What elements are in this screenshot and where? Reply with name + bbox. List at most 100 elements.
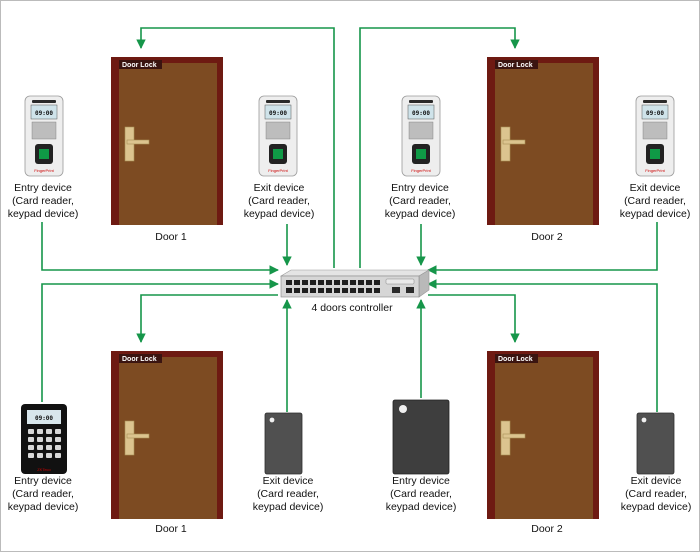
controller-ports (286, 280, 380, 293)
device-label-line: keypad device) (620, 208, 691, 220)
door-lock-label: Door Lock (498, 62, 533, 69)
connector-controller-to-door1-top (136, 27, 335, 268)
device-label-line: keypad device) (8, 501, 79, 513)
device-screen-time: 09:00 (646, 110, 664, 117)
controller-port (286, 288, 292, 293)
fingerprint-terminal-icon: 09:00 FingerPrint (24, 95, 64, 177)
connector-entry1-to-controller (41, 222, 279, 275)
connector-controller-to-door2-top (359, 27, 520, 268)
device-label-line: (Card reader, (248, 195, 310, 207)
keypad-key (55, 445, 61, 450)
controller-port (350, 288, 356, 293)
controller-port (334, 288, 340, 293)
keypad-key (55, 453, 61, 458)
controller-port (342, 280, 348, 285)
keypad-key (46, 437, 52, 442)
door-title: Door 2 (531, 523, 563, 535)
fingerprint-terminal-icon: 09:00 FingerPrint (635, 95, 675, 177)
controller-top-face (279, 269, 431, 277)
controller-port (326, 288, 332, 293)
door-title: Door 1 (155, 231, 187, 243)
door-bottom-left: Door Lock Door 1 (111, 351, 223, 535)
device-label-line: Exit device (254, 182, 305, 194)
controller-port (318, 288, 324, 293)
device-label-line: Entry device (392, 475, 450, 487)
device-screen-time: 09:00 (35, 110, 53, 117)
connector-entry3-to-controller (41, 279, 279, 402)
device-label-line: (Card reader, (390, 488, 452, 500)
keypad-key (28, 445, 34, 450)
device-label-line: (Card reader, (625, 488, 687, 500)
controller-port (326, 280, 332, 285)
controller-port (358, 288, 364, 293)
door-lock-label: Door Lock (122, 356, 157, 363)
door-lock-label: Door Lock (498, 356, 533, 363)
controller-status-panel (385, 278, 415, 285)
device-screen-time: 09:00 (35, 415, 53, 422)
keypad-key (55, 437, 61, 442)
controller-uplink-port (392, 287, 400, 293)
controller-port (310, 288, 316, 293)
keypad-key (28, 437, 34, 442)
device-label-line: keypad device) (8, 208, 79, 220)
connector-controller-to-door2-bottom (428, 294, 520, 343)
door-handle (502, 433, 526, 439)
controller-port (350, 280, 356, 285)
door-handle (126, 139, 150, 145)
device-label-line: (Card reader, (389, 195, 451, 207)
keypad-key (46, 429, 52, 434)
keypad-terminal-icon: 09:00 ZKTeco (21, 404, 67, 474)
door-top-left: Door Lock Door 1 (111, 57, 223, 243)
controller-port (374, 280, 380, 285)
controller-port (318, 280, 324, 285)
device-label-line: keypad device) (386, 501, 457, 513)
controller-port (294, 280, 300, 285)
device-label-line: keypad device) (385, 208, 456, 220)
door-title: Door 2 (531, 231, 563, 243)
svg-text:FingerPrint: FingerPrint (34, 168, 54, 173)
device-label-line: (Card reader, (12, 195, 74, 207)
door-lock-badge (495, 354, 538, 363)
keypad-key (28, 429, 34, 434)
keypad-key (55, 429, 61, 434)
controller-port (302, 280, 308, 285)
controller-port (286, 280, 292, 285)
fingerprint-terminal-icon: 09:00 FingerPrint (401, 95, 441, 177)
controller-port (294, 288, 300, 293)
keypad-key (37, 429, 43, 434)
keypad-key (37, 453, 43, 458)
device-label-line: Exit device (630, 182, 681, 194)
device-label-line: keypad device) (621, 501, 692, 513)
svg-text:FingerPrint: FingerPrint (268, 168, 288, 173)
controller-label: 4 doors controller (311, 302, 393, 314)
controller-port (310, 280, 316, 285)
keypad-keys (28, 429, 61, 458)
device-label-line: Entry device (14, 475, 72, 487)
door-controller: 4 doors controller (279, 269, 431, 314)
device-label-line: (Card reader, (257, 488, 319, 500)
device-screen-time: 09:00 (412, 110, 430, 117)
device-label-line: (Card reader, (624, 195, 686, 207)
controller-port (366, 280, 372, 285)
card-reader-icon (264, 412, 303, 475)
controller-port (334, 280, 340, 285)
svg-text:ZKTeco: ZKTeco (37, 467, 51, 472)
door-top-right: Door Lock Door 2 (487, 57, 599, 243)
door-bottom-right: Door Lock Door 2 (487, 351, 599, 535)
device-label-line: (Card reader, (12, 488, 74, 500)
keypad-key (28, 453, 34, 458)
fingerprint-terminal-icon: 09:00 FingerPrint (258, 95, 298, 177)
keypad-key (37, 437, 43, 442)
device-label-line: Entry device (391, 182, 449, 194)
device-screen-time: 09:00 (269, 110, 287, 117)
connector-lines (41, 27, 658, 412)
card-reader-icon (636, 412, 675, 475)
door-title: Door 1 (155, 523, 187, 535)
keypad-key (46, 445, 52, 450)
keypad-key (46, 453, 52, 458)
device-label-line: Entry device (14, 182, 72, 194)
controller-port (366, 288, 372, 293)
door-handle (502, 139, 526, 145)
device-label-line: Exit device (263, 475, 314, 487)
door-lock-label: Door Lock (122, 62, 157, 69)
